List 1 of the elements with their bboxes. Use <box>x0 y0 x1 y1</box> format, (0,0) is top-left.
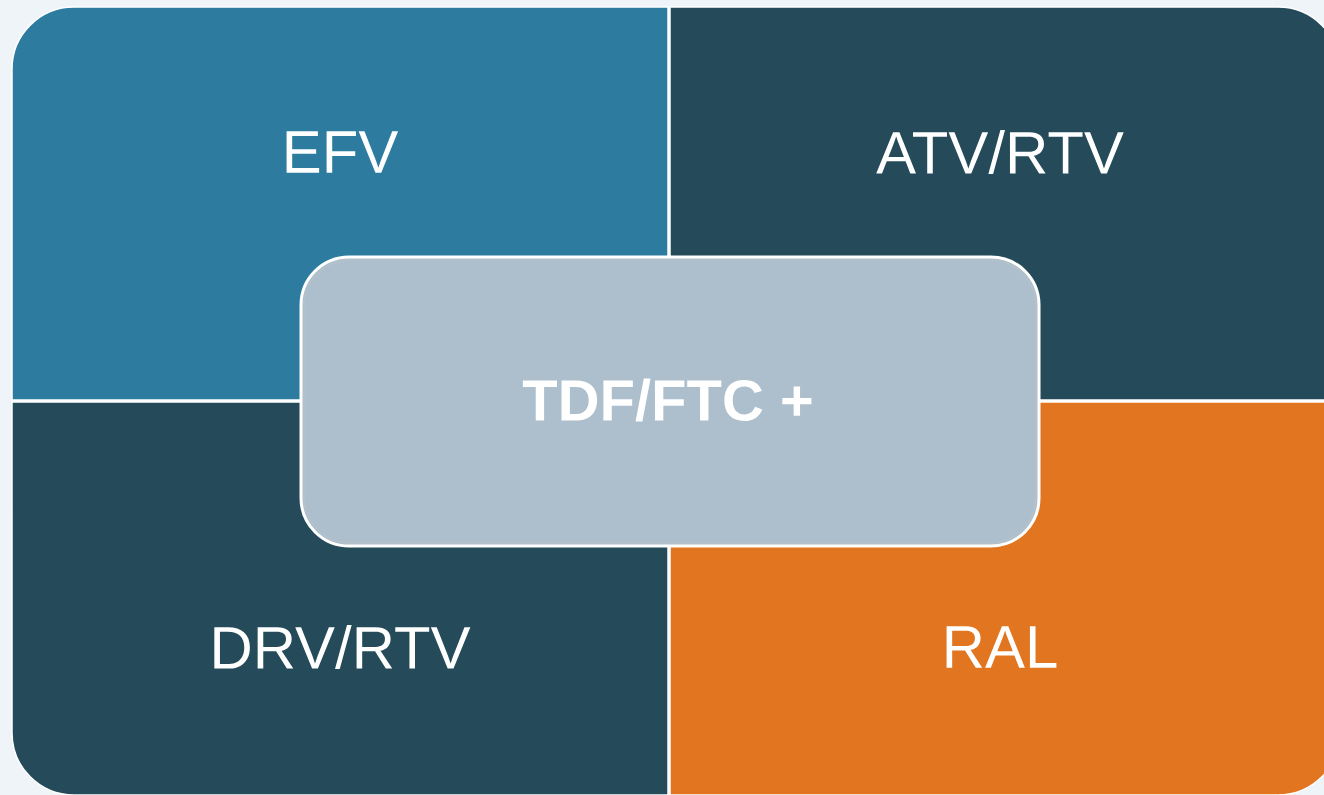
center-box: TDF/FTC + <box>299 255 1041 548</box>
